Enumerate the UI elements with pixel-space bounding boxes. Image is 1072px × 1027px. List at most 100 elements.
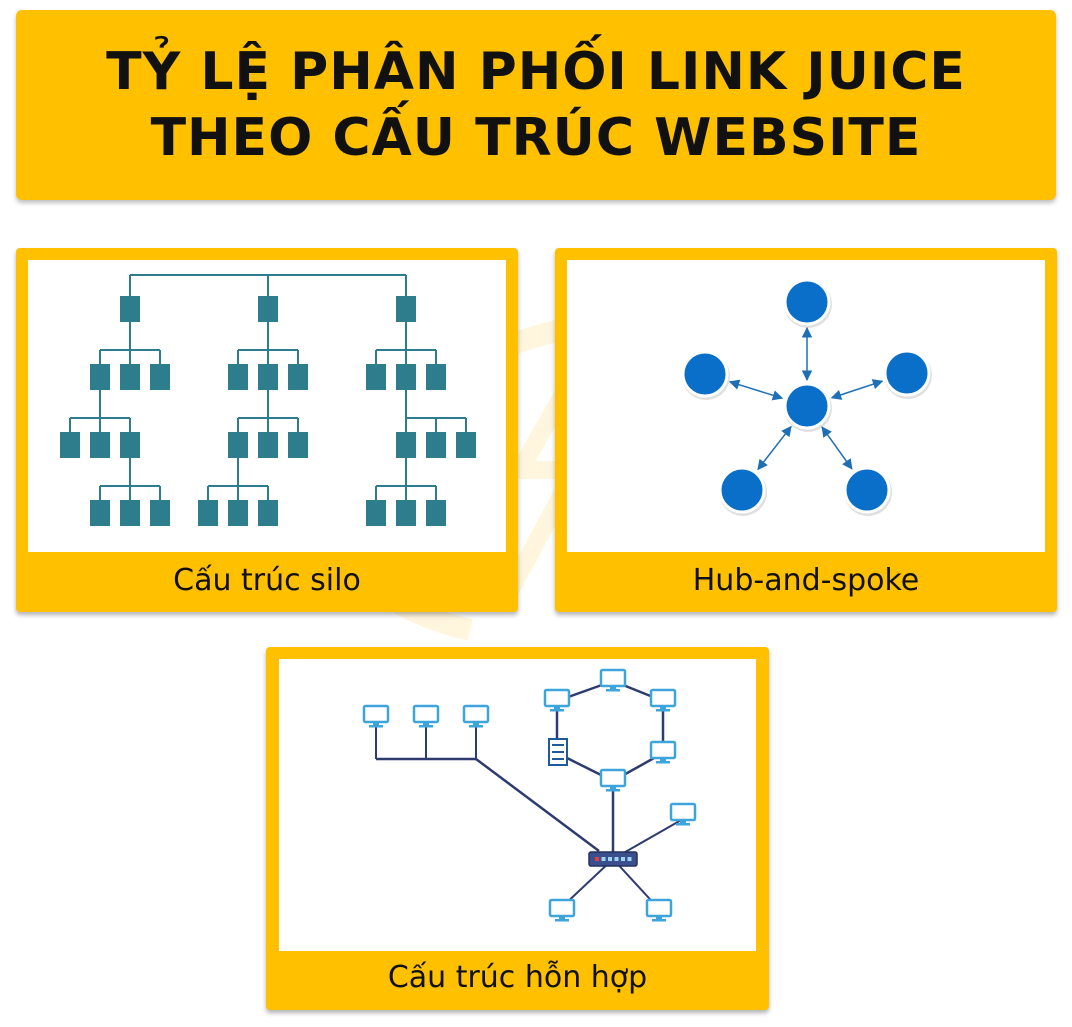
- monitor-neck: [660, 758, 666, 761]
- silo-node: [288, 364, 308, 390]
- hub-diagram-panel: [567, 260, 1045, 552]
- hub-node: [783, 382, 831, 430]
- silo-node: [426, 500, 446, 526]
- silo-node: [150, 364, 170, 390]
- monitor-screen: [645, 898, 673, 918]
- hybrid-structure-card: Cấu trúc hỗn hợp: [266, 647, 769, 1010]
- monitor-neck: [610, 686, 616, 689]
- silo-node: [258, 364, 278, 390]
- monitor-neck: [660, 706, 666, 709]
- silo-node: [90, 432, 110, 458]
- monitor-base: [652, 919, 666, 922]
- monitor-base: [606, 689, 620, 692]
- silo-node: [258, 500, 278, 526]
- monitor-screen: [669, 802, 697, 822]
- spoke-node-bottom-right: [843, 466, 891, 514]
- monitor-screen: [599, 668, 627, 688]
- silo-node: [120, 364, 140, 390]
- hub-spoke-diagram: [681, 278, 932, 516]
- switch-body: [588, 851, 638, 867]
- hub-spoke-card: Hub-and-spoke: [555, 248, 1057, 612]
- silo-node: [228, 500, 248, 526]
- monitor-screen: [649, 688, 677, 708]
- silo-diagram-panel: [28, 260, 506, 552]
- silo-node: [120, 432, 140, 458]
- ring-computer-lower-right: [649, 740, 677, 764]
- switch-port: [608, 857, 612, 861]
- monitor-base: [550, 709, 564, 712]
- star-computer-bottom-left: [548, 898, 576, 922]
- silo-node: [258, 296, 278, 322]
- monitor-neck: [473, 722, 479, 725]
- network-switch: [588, 851, 638, 867]
- silo-node: [396, 364, 416, 390]
- monitor-neck: [680, 820, 686, 823]
- monitor-base: [676, 823, 690, 826]
- monitor-neck: [610, 786, 616, 789]
- spoke-arrow: [821, 426, 853, 470]
- silo-tree-diagram: [60, 274, 476, 526]
- silo-node: [228, 432, 248, 458]
- switch-port: [614, 857, 619, 861]
- spoke-arrow: [757, 425, 792, 471]
- monitor-screen: [362, 704, 390, 724]
- silo-node: [150, 500, 170, 526]
- monitor-screen: [412, 704, 440, 724]
- spoke-arrow: [830, 379, 884, 400]
- monitor-base: [656, 761, 670, 764]
- hybrid-diagram-panel: [279, 659, 756, 951]
- silo-node: [396, 296, 416, 322]
- silo-node: [258, 432, 278, 458]
- silo-node: [426, 364, 446, 390]
- monitor-base: [555, 919, 569, 922]
- monitor-neck: [554, 706, 560, 709]
- bus-computer-1: [362, 704, 390, 728]
- spoke-node-top: [783, 278, 831, 326]
- bus-computer-2: [412, 704, 440, 728]
- silo-node: [228, 364, 248, 390]
- bus-computer-3: [462, 704, 490, 728]
- monitor-screen: [599, 768, 627, 788]
- silo-node: [60, 432, 80, 458]
- silo-node: [288, 432, 308, 458]
- network-link: [475, 757, 600, 853]
- silo-node: [198, 500, 218, 526]
- monitor-neck: [373, 722, 379, 725]
- silo-caption: Cấu trúc silo: [173, 563, 361, 598]
- title-line-2: THEO CẤU TRÚC WEBSITE: [150, 108, 922, 168]
- star-computer-right: [669, 802, 697, 826]
- monitor-screen: [543, 688, 571, 708]
- hybrid-network-diagram: [362, 668, 697, 922]
- silo-node: [366, 364, 386, 390]
- title-banner: TỶ LỆ PHÂN PHỐI LINK JUICE THEO CẤU TRÚC…: [16, 10, 1056, 200]
- monitor-base: [469, 725, 483, 728]
- silo-node: [120, 296, 140, 322]
- switch-port: [595, 857, 599, 861]
- star-computer-bottom-right: [645, 898, 673, 922]
- monitor-screen: [462, 704, 490, 724]
- ring-computer-top: [599, 668, 627, 692]
- ring-computer-upper-left: [543, 688, 571, 712]
- server-icon: [548, 738, 568, 766]
- spoke-node-left: [681, 350, 729, 398]
- title-line-1: TỶ LỆ PHÂN PHỐI LINK JUICE: [106, 42, 966, 102]
- silo-node: [366, 500, 386, 526]
- spoke-node-right: [883, 349, 931, 397]
- monitor-base: [656, 709, 670, 712]
- hub-caption: Hub-and-spoke: [692, 563, 920, 598]
- monitor-neck: [656, 916, 662, 919]
- switch-port: [601, 857, 606, 861]
- hybrid-caption: Cấu trúc hỗn hợp: [387, 960, 648, 995]
- monitor-base: [369, 725, 383, 728]
- silo-node: [90, 500, 110, 526]
- monitor-neck: [559, 916, 565, 919]
- switch-port: [621, 857, 625, 861]
- ring-computer-upper-right: [649, 688, 677, 712]
- silo-structure-card: Cấu trúc silo: [16, 248, 518, 612]
- monitor-base: [419, 725, 433, 728]
- silo-node: [90, 364, 110, 390]
- monitor-screen: [548, 898, 576, 918]
- ring-computer-bottom: [599, 768, 627, 792]
- spoke-arrow: [728, 379, 784, 401]
- silo-node: [396, 432, 416, 458]
